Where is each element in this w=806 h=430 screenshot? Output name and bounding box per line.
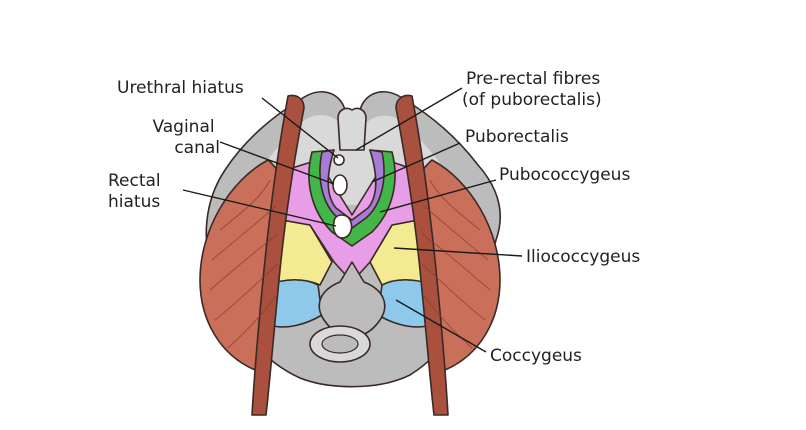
leader-vaginal-canal — [219, 141, 335, 185]
label-vaginal-canal-line-2: canal — [174, 138, 220, 158]
rectal-hiatus-opening — [332, 214, 353, 239]
leader-pubococcygeus — [379, 179, 497, 213]
label-vaginal-canal-line-1: Vaginal — [152, 117, 214, 137]
label-pre-rectal-fibres: Pre-rectal fibres (of puborectalis) — [462, 69, 606, 110]
label-iliococcygeus: Iliococcygeus — [526, 247, 640, 267]
muscle-fibres-left — [209, 179, 279, 349]
label-vaginal-canal: Vaginal canal — [152, 117, 220, 158]
label-puborectalis: Puborectalis — [465, 127, 569, 147]
leader-iliococcygeus — [393, 247, 523, 257]
pre-rectal-fibres — [319, 149, 385, 229]
label-coccygeus: Coccygeus — [490, 346, 582, 366]
label-urethral-hiatus: Urethral hiatus — [117, 78, 244, 98]
vaginal-canal-opening — [332, 174, 348, 196]
label-rectal-hiatus-line-1: Rectal — [108, 171, 161, 191]
label-rectal-hiatus: Rectal hiatus — [108, 171, 166, 212]
pubic-symphysis — [337, 107, 367, 151]
label-pre-rectal-fibres-line-2: (of puborectalis) — [462, 90, 602, 110]
label-pubococcygeus: Pubococcygeus — [499, 165, 630, 185]
label-pre-rectal-fibres-line-1: Pre-rectal fibres — [466, 69, 600, 89]
muscle-strand-left — [251, 94, 305, 416]
leader-puborectalis — [371, 142, 461, 183]
muscle-fibres-right — [421, 179, 491, 349]
sacral-foramen-inner — [321, 334, 359, 354]
muscle-strand-right — [395, 94, 449, 416]
label-rectal-hiatus-line-2: hiatus — [108, 192, 160, 212]
leader-rectal-hiatus — [182, 189, 337, 227]
leader-pre-rectal-fibres — [355, 87, 463, 151]
leader-urethral-hiatus — [261, 97, 339, 159]
leader-coccygeus — [395, 299, 487, 353]
